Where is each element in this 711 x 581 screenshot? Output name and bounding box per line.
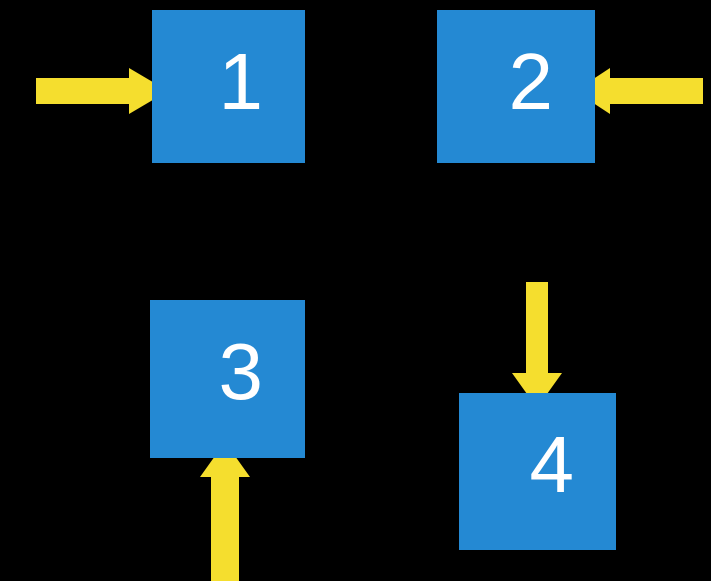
arrow-down-into-node-4 (512, 282, 562, 408)
node-label-1: 1 (218, 37, 264, 126)
arrow-right-into-node-1 (36, 68, 168, 114)
arrow-up-into-node-3 (200, 442, 250, 581)
arrow-left-into-node-2 (575, 68, 703, 114)
node-box-1[interactable]: 1 (152, 10, 305, 163)
node-label-3: 3 (218, 327, 264, 416)
node-label-4: 4 (529, 420, 575, 509)
node-label-2: 2 (508, 37, 554, 126)
node-box-4[interactable]: 4 (459, 393, 616, 550)
node-box-2[interactable]: 2 (437, 10, 595, 163)
node-box-3[interactable]: 3 (150, 300, 305, 458)
